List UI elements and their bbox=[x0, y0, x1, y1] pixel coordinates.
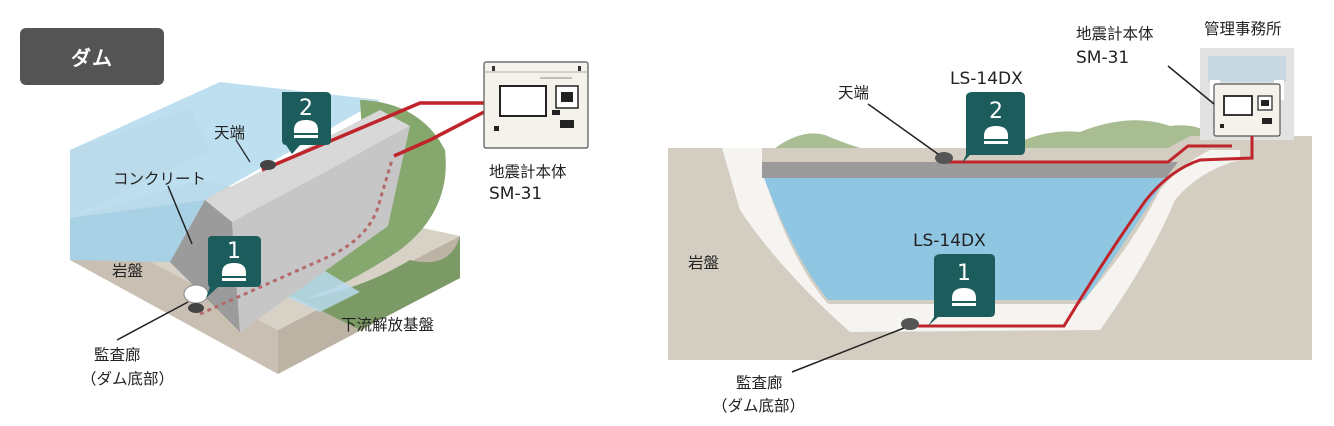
left-cable-buried bbox=[199, 159, 394, 316]
left-label-gallery-2: （ダム底部） bbox=[81, 370, 174, 388]
left-dam-illustration: 2 1 天端 コンクリート 岩盤 下流解放基盤 監査廊 （ダ bbox=[70, 61, 589, 388]
right-label-crest: 天端 bbox=[838, 84, 869, 102]
right-dam-crest bbox=[762, 162, 1178, 178]
left-cable-top bbox=[261, 101, 484, 172]
left-label-unit-2: SM-31 bbox=[489, 184, 542, 204]
right-reservoir bbox=[764, 178, 1166, 300]
left-marker-2: 2 bbox=[282, 92, 331, 154]
right-label-unit-2: SM-31 bbox=[1076, 48, 1129, 68]
left-label-unit-1: 地震計本体 bbox=[489, 163, 567, 181]
left-dam-crest-surface bbox=[205, 110, 410, 222]
left-label-crest: 天端 bbox=[214, 124, 245, 142]
right-label-gallery-1: 監査廊 bbox=[736, 374, 783, 392]
left-marker-2-number: 2 bbox=[299, 96, 313, 121]
right-sensor-crest bbox=[935, 152, 953, 164]
left-sensor-gallery bbox=[188, 303, 204, 313]
right-label-unit-1: 地震計本体 bbox=[1076, 25, 1154, 43]
right-hill-right bbox=[1000, 120, 1220, 152]
left-cable-downstream bbox=[393, 110, 485, 158]
right-marker-2: 2 bbox=[962, 92, 1025, 163]
title-badge: ダム bbox=[20, 28, 164, 85]
right-marker-2-number: 2 bbox=[989, 99, 1003, 124]
left-marker-1-number: 1 bbox=[227, 239, 241, 264]
right-dam-cross-section: 2 1 天端 LS-14DX LS-14DX 岩盤 監査廊 （ダム底部） 地震計… bbox=[668, 20, 1312, 415]
right-sensor-gallery bbox=[901, 318, 919, 330]
right-label-bedrock: 岩盤 bbox=[688, 254, 719, 272]
right-cable-crest bbox=[945, 144, 1232, 164]
right-marker-1: 1 bbox=[928, 254, 995, 326]
left-label-gallery-1: 監査廊 bbox=[94, 346, 141, 364]
right-concrete-liner bbox=[722, 148, 1240, 332]
right-label-gallery-2: （ダム底部） bbox=[712, 397, 805, 415]
left-label-downstream: 下流解放基盤 bbox=[341, 316, 434, 334]
left-label-bedrock: 岩盤 bbox=[112, 262, 143, 280]
left-seismograph-unit bbox=[483, 61, 589, 149]
right-label-office: 管理事務所 bbox=[1204, 20, 1282, 38]
right-label-sensor-top: LS-14DX bbox=[950, 69, 1023, 89]
left-marker-1: 1 bbox=[206, 236, 261, 298]
right-marker-1-number: 1 bbox=[957, 261, 971, 286]
right-seismograph-unit bbox=[1213, 83, 1281, 137]
right-cable-gallery bbox=[918, 136, 1254, 328]
right-label-sensor-bottom: LS-14DX bbox=[913, 231, 986, 251]
left-label-concrete: コンクリート bbox=[113, 170, 206, 188]
left-sensor-crest bbox=[260, 160, 276, 170]
left-reservoir-front bbox=[70, 200, 205, 262]
right-hill-left bbox=[770, 133, 880, 152]
